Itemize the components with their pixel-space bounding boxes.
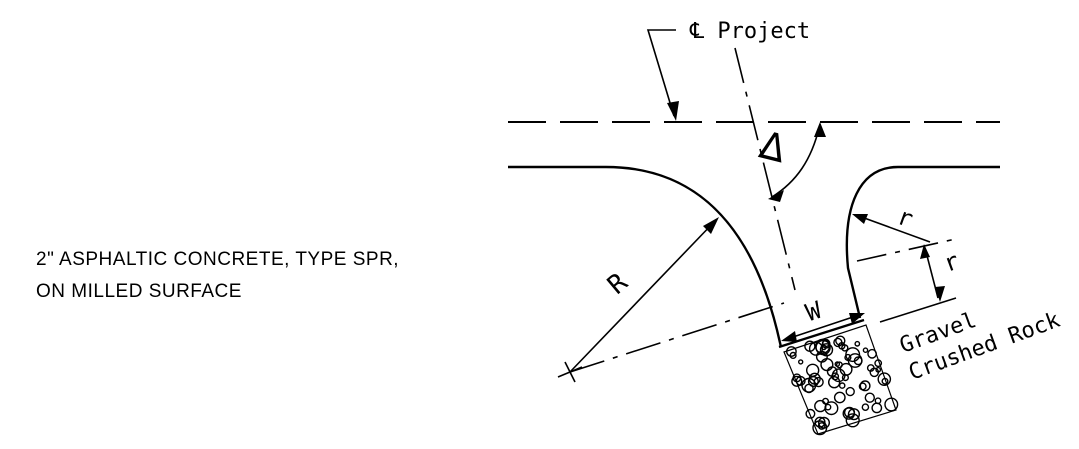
gravel-stone	[789, 351, 797, 360]
gravel-stone	[842, 407, 856, 420]
gravel-stone	[814, 399, 827, 413]
gravel-stone	[833, 391, 846, 404]
gravel-stone	[838, 382, 846, 389]
gravel-stone	[859, 380, 871, 392]
offset-label: r	[940, 247, 963, 278]
center-mark-v	[564, 361, 576, 383]
gravel-stone	[795, 375, 806, 386]
gravel-stone	[808, 372, 821, 385]
gravel-stone	[845, 386, 855, 397]
angle-arrow-bottom	[768, 190, 784, 202]
major-radius-line	[569, 219, 717, 373]
gravel-stone	[815, 350, 828, 363]
main-road-edge-left	[508, 165, 783, 348]
offset-arrow-top	[920, 244, 930, 259]
side-road-end	[778, 318, 865, 349]
offset-extension	[856, 237, 961, 262]
gravel-stone	[854, 340, 861, 347]
gravel-stone	[861, 403, 870, 412]
gravel-stone	[867, 348, 877, 359]
minor-radius-line	[855, 214, 931, 243]
major-radius-center-extension	[569, 302, 785, 373]
side-road-centerline	[734, 47, 796, 291]
centerline-leader-arrowhead	[667, 101, 679, 121]
angle-label: ∆	[755, 122, 791, 173]
gravel-stone	[877, 372, 892, 387]
width-arrow-left	[781, 331, 797, 342]
gravel-stone	[841, 344, 849, 352]
gravel-stone	[828, 376, 841, 389]
note-line-2: ON MILLED SURFACE	[36, 281, 242, 302]
gravel-stone	[864, 392, 875, 403]
gravel-stone	[847, 408, 861, 421]
gravel-stone	[806, 363, 820, 377]
gravel-stone	[791, 375, 803, 387]
major-radius-arrow	[703, 217, 719, 234]
gravel-stone	[805, 408, 816, 419]
offset-arrow-bottom	[935, 286, 945, 302]
main-road-edge-right	[845, 165, 1000, 319]
gravel-fill	[783, 324, 899, 436]
major-radius-label: R	[602, 267, 634, 300]
centerline-label: ℄ Project	[689, 19, 810, 44]
minor-radius-label: r	[894, 202, 917, 233]
angle-arrow-top	[814, 122, 826, 137]
width-label: W	[802, 296, 825, 327]
gravel-stone	[871, 402, 883, 414]
gravel-stone	[818, 416, 831, 429]
gravel-stone	[814, 338, 831, 355]
gravel-stone	[845, 413, 860, 428]
gravel-stone	[804, 383, 814, 394]
gravel-stone	[858, 382, 867, 391]
note-line-1: 2" ASPHALTIC CONCRETE, TYPE SPR,	[36, 249, 399, 270]
gravel-stone	[826, 366, 838, 377]
width-arrow-right	[849, 313, 865, 324]
gravel-stone	[834, 361, 841, 367]
offset-lower-extension	[879, 297, 957, 323]
gravel-stone	[808, 341, 824, 356]
gravel-stone	[833, 337, 843, 348]
gravel-stone	[874, 359, 883, 368]
minor-radius-arrow	[852, 214, 868, 224]
gravel-stone	[862, 347, 869, 354]
gravel-stone	[847, 353, 863, 368]
gravel-stone	[804, 340, 816, 352]
centerline-leader	[646, 29, 676, 117]
gravel-stone	[875, 366, 882, 373]
width-dimension-line	[783, 313, 863, 341]
gravel-stone	[881, 377, 889, 385]
gravel-stone	[884, 397, 899, 412]
gravel-stone	[798, 359, 804, 365]
gravel-stone	[786, 346, 797, 357]
gravel-stone	[817, 422, 826, 430]
